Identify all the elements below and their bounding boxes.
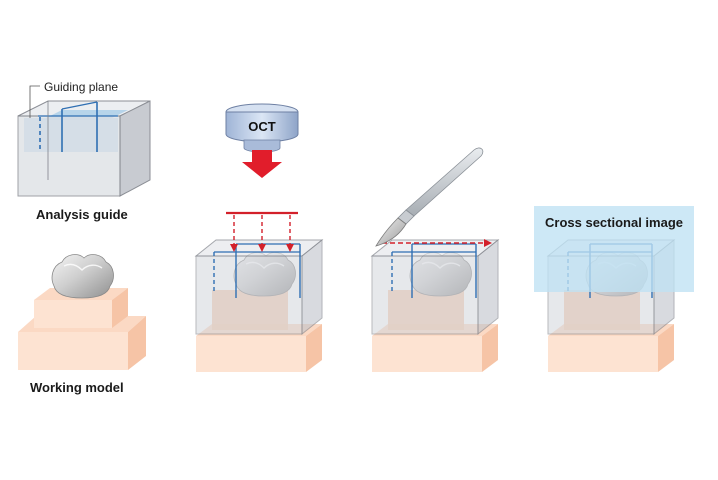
oct-label: OCT [248, 119, 276, 134]
working-model-label: Working model [30, 380, 124, 395]
cut-step-model [370, 238, 500, 372]
working-model [18, 253, 146, 370]
cross-sectional-image-label: Cross sectional image [545, 215, 683, 230]
scalpel-icon [375, 147, 484, 247]
analysis-guide-box [17, 85, 151, 197]
oct-arrow-icon [242, 150, 282, 178]
guiding-plane-label: Guiding plane [44, 80, 118, 94]
oct-device-icon [225, 103, 299, 178]
analysis-guide-label: Analysis guide [36, 207, 128, 222]
scan-step-model [194, 211, 324, 372]
cross-section-highlight [534, 206, 694, 292]
tooth-icon [51, 253, 115, 299]
